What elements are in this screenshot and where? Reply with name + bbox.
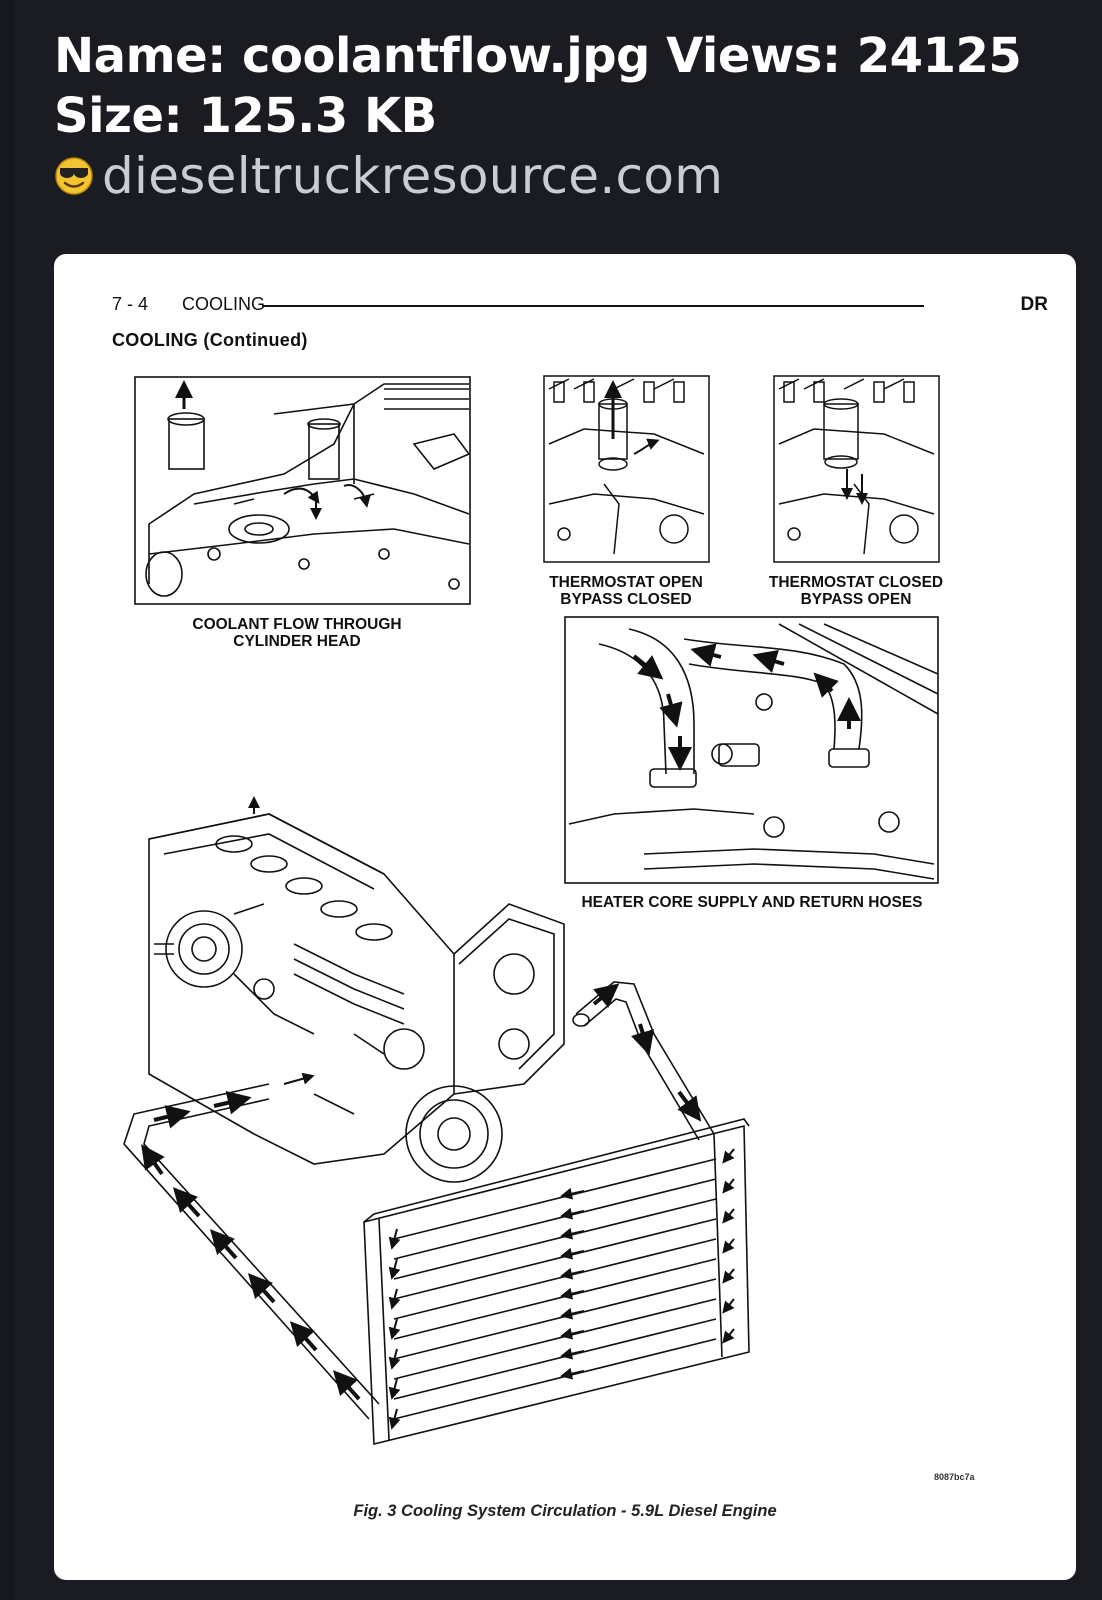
views-label: Views: [666, 28, 841, 84]
model-tag: DR [1020, 294, 1048, 315]
heater-hoses-caption: HEATER CORE SUPPLY AND RETURN HOSES [581, 894, 923, 911]
cooling-diagram [123, 375, 940, 1446]
thermostat-open-panel [543, 375, 710, 563]
image-code: 8087bc7a [934, 1472, 975, 1482]
size-line: Size: 125.3 KB [54, 86, 1074, 146]
caption-line: COOLANT FLOW THROUGH [192, 616, 402, 633]
lower-radiator-hose [123, 1083, 380, 1420]
sidebar-edge [0, 0, 14, 1600]
section-title: COOLING (Continued) [112, 330, 308, 350]
cylinder-head-caption: COOLANT FLOW THROUGH CYLINDER HEAD [162, 616, 432, 650]
caption-line: CYLINDER HEAD [233, 633, 361, 650]
views-count: 24125 [856, 28, 1022, 84]
page-number: 7 - 4 [112, 294, 149, 314]
radiator [363, 1118, 750, 1446]
thermostat-open-caption: THERMOSTAT OPEN BYPASS CLOSED [526, 574, 726, 608]
file-name-line: Name: coolantflow.jpg Views: 24125 [54, 26, 1074, 86]
file-name: coolantflow.jpg [242, 28, 650, 84]
thermostat-closed-caption: THERMOSTAT CLOSED BYPASS OPEN [750, 574, 962, 608]
image-info-header: Name: coolantflow.jpg Views: 24125 Size:… [54, 26, 1074, 205]
caption-line: THERMOSTAT OPEN [549, 574, 703, 591]
sunglasses-emoji-icon [55, 157, 93, 195]
upper-radiator-hose [572, 981, 715, 1141]
source-domain[interactable]: dieseltruckresource.com [102, 147, 724, 205]
engine-block [148, 796, 565, 1183]
image-card: 7 - 4 COOLING DR COOLING (Continued) [54, 254, 1076, 1580]
file-size: 125.3 KB [198, 88, 437, 144]
thermostat-closed-panel [773, 375, 940, 563]
cylinder-head-panel [134, 376, 471, 605]
caption-line: BYPASS CLOSED [560, 591, 692, 608]
chapter-title: COOLING [182, 294, 266, 314]
manual-page-header: 7 - 4 COOLING DR [112, 294, 1048, 316]
heater-hoses-panel [564, 616, 939, 884]
source-link[interactable]: dieseltruckresource.com [54, 146, 723, 206]
size-label: Size: [54, 88, 183, 144]
caption-line: THERMOSTAT CLOSED [768, 574, 944, 591]
name-label: Name: [54, 28, 226, 84]
figure-caption: Fig. 3 Cooling System Circulation - 5.9L… [353, 1502, 777, 1520]
caption-line: BYPASS OPEN [800, 591, 912, 608]
header-rule [262, 305, 924, 307]
